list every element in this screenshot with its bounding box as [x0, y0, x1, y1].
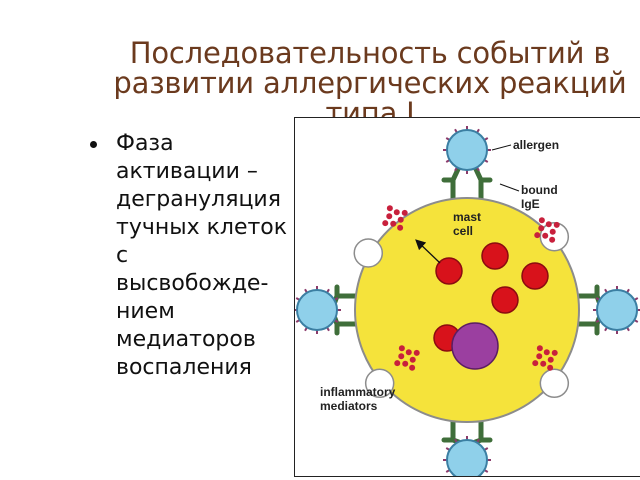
mediator-group: [382, 205, 560, 371]
label-bound-ige-1: bound: [521, 183, 558, 197]
degranulation-pit: [539, 221, 570, 252]
mediator-dot: [547, 364, 554, 371]
bullet-line: медиаторов: [116, 327, 256, 352]
granule: [435, 257, 463, 285]
label-mast-2: cell: [453, 224, 473, 238]
granule: [481, 242, 509, 270]
allergen-particle: [446, 439, 488, 476]
mediator-dot: [547, 356, 554, 363]
allergen-group: [295, 126, 640, 476]
label-bound-ige-2: IgE: [521, 197, 540, 211]
bullet-line: дегрануляция: [116, 187, 281, 212]
mediator-dot: [394, 360, 401, 367]
mast-cell-diagram: allergen bound IgE mast cell inflammator…: [294, 117, 640, 477]
slide-title: Последовательность событий в развитии ал…: [100, 38, 640, 120]
allergen-particle: [596, 289, 638, 331]
leader-bound-ige: [499, 183, 520, 192]
granule: [491, 286, 519, 314]
arrow-degranulation: [415, 239, 441, 264]
mediator-dot: [545, 221, 552, 228]
bullet-line: Фаза: [116, 131, 174, 156]
mediator-dot: [398, 353, 405, 360]
degranulation-pit: [353, 238, 384, 268]
bullet-line: активации –: [116, 159, 258, 184]
mediator-dot: [398, 345, 405, 352]
mediator-dot: [540, 360, 547, 367]
mediator-dot: [551, 349, 558, 356]
title-line-2: развитии аллергических реакций: [113, 66, 627, 100]
bullet-item: Фаза активации – дегрануляция тучных кле…: [86, 130, 301, 382]
mediator-dot: [390, 220, 397, 227]
bullet-list: Фаза активации – дегрануляция тучных кле…: [86, 130, 301, 382]
title-line-3: типа I: [325, 96, 415, 120]
mediator-dot: [386, 205, 393, 212]
bullet-dot-icon: [90, 141, 97, 148]
mediator-dot: [536, 345, 543, 352]
mediator-dot: [538, 225, 545, 232]
allergen-particle: [446, 129, 488, 171]
labels-group: allergen bound IgE mast cell inflammator…: [320, 138, 559, 413]
mediator-dot: [409, 356, 416, 363]
granule: [521, 262, 549, 290]
mediator-dot: [538, 217, 545, 224]
mediator-dot: [536, 353, 543, 360]
bullet-line: высвобожде-: [116, 271, 269, 296]
bullet-line: тучных клеток: [116, 215, 288, 240]
mediator-dot: [382, 220, 389, 227]
label-mediators-1: inflammatory: [320, 385, 396, 399]
label-allergen: allergen: [513, 138, 559, 152]
allergen-particle: [296, 289, 338, 331]
bullet-line: с: [116, 243, 129, 268]
degranulation-pit: [539, 368, 570, 399]
mediator-dot: [549, 236, 556, 243]
label-mast-1: mast: [453, 210, 481, 224]
mediator-dot: [542, 232, 549, 239]
mediator-dot: [397, 224, 404, 231]
mediator-dot: [549, 228, 556, 235]
mediator-dot: [386, 213, 393, 220]
degranulation-pit: [364, 368, 395, 399]
mediator-dot: [401, 209, 408, 216]
mediator-dot: [553, 221, 560, 228]
mediator-dot: [413, 349, 420, 356]
mediator-dot: [397, 216, 404, 223]
leader-allergen: [491, 144, 512, 151]
title-line-1: Последовательность событий в: [129, 38, 611, 70]
mediator-dot: [402, 360, 409, 367]
nucleus: [451, 322, 499, 370]
bullet-line: воспаления: [116, 355, 252, 380]
label-mediators-2: mediators: [320, 399, 378, 413]
mediator-dot: [532, 360, 539, 367]
mediator-dot: [534, 232, 541, 239]
mediator-dot: [543, 349, 550, 356]
bullet-line: нием: [116, 299, 175, 324]
diagram-canvas: allergen bound IgE mast cell inflammator…: [295, 126, 640, 476]
mediator-dot: [393, 209, 400, 216]
mediator-dot: [405, 349, 412, 356]
mediator-dot: [409, 364, 416, 371]
